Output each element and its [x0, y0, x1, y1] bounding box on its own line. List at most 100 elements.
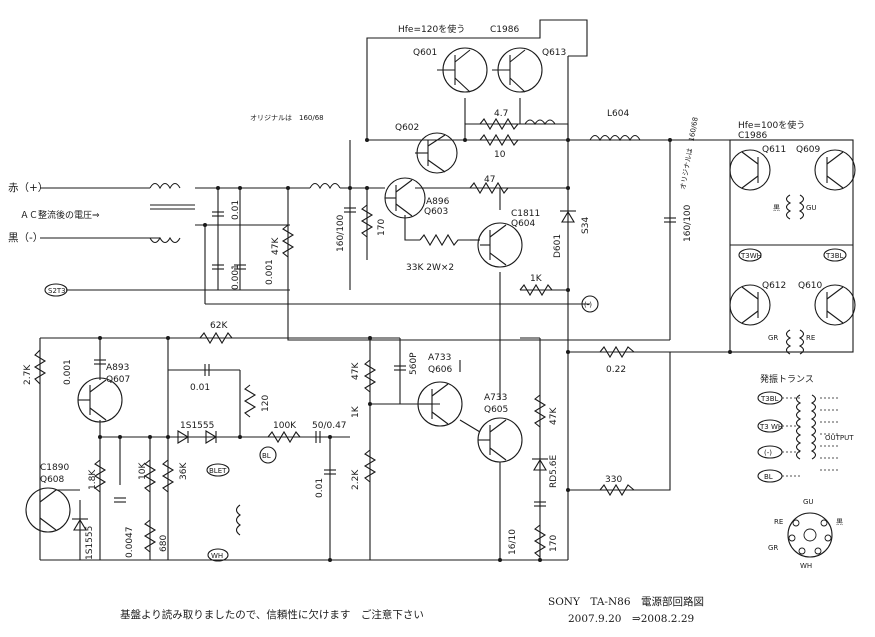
label-t3wh: T3WH — [740, 252, 762, 260]
label-c560p: 560P — [409, 352, 419, 375]
label-q612: Q612 — [762, 281, 786, 291]
q608-transistor — [25, 487, 80, 533]
label-c1986-right: C1986 — [738, 131, 767, 141]
transistors — [25, 47, 856, 533]
q610-transistor — [814, 284, 856, 326]
label-r62k: 62K — [210, 321, 228, 331]
label-wh-b: WH — [800, 562, 812, 570]
label-gr: GR — [768, 334, 778, 342]
label-re-b: RE — [774, 518, 783, 526]
label-q607: Q607 — [106, 375, 130, 385]
label-bu: 黒 — [773, 204, 780, 212]
label-q609: Q609 — [796, 145, 821, 155]
junction-dots — [98, 138, 732, 562]
label-c1890: C1890 — [40, 463, 69, 473]
label-blet: BLET — [209, 467, 227, 475]
label-r10k: 10K — [138, 462, 148, 480]
q601-transistor — [437, 47, 488, 93]
diodes — [72, 210, 576, 531]
label-gu-b: GU — [803, 498, 814, 506]
label-c0001a: 0.001 — [231, 264, 241, 290]
label-r170-b: 170 — [549, 535, 559, 552]
terminals — [44, 248, 847, 562]
label-is1555b: 1S1555 — [85, 526, 95, 560]
label-a733b: A733 — [484, 393, 507, 403]
resistors — [33, 117, 635, 558]
q604-transistor — [477, 222, 523, 268]
q605-transistor — [477, 417, 523, 463]
label-q603: Q603 — [424, 207, 448, 217]
label-minus-term: (-) — [584, 301, 592, 309]
q602-transistor — [415, 132, 458, 174]
label-q613: Q613 — [542, 48, 566, 58]
q613-transistor — [492, 47, 543, 93]
label-a733a: A733 — [428, 353, 451, 363]
label-hfe120: Hfe=120を使う — [398, 23, 465, 35]
label-r120: 120 — [261, 395, 271, 412]
label-c50-047: 50/0.47 — [312, 421, 347, 431]
label-l604: L604 — [607, 109, 629, 119]
q607-transistor — [77, 377, 123, 423]
label-c160-100-a: 160/100 — [336, 214, 346, 252]
label-red-plus: 赤（+） — [8, 182, 48, 194]
label-bu-b: 黒 — [836, 518, 843, 526]
label-s2t3: S2T3 — [48, 287, 66, 295]
label-a893: A893 — [106, 363, 129, 373]
label-gr-b: GR — [768, 544, 778, 552]
label-t3bl-b: T3BL — [760, 395, 779, 403]
label-c160-100-b: 160/100 — [683, 204, 693, 242]
label-q604: Q604 — [511, 219, 536, 229]
label-d601: D601 — [553, 234, 563, 258]
label-hfe100: Hfe=100を使う — [738, 119, 805, 131]
label-r36k: 36K — [179, 462, 189, 480]
q603-transistor — [384, 177, 426, 219]
label-r18k: 1.8K — [88, 469, 98, 490]
label-c001: 0.01 — [231, 200, 241, 220]
label-c001c: 0.01 — [315, 478, 325, 498]
q612-transistor — [729, 284, 771, 326]
label-q608: Q608 — [40, 475, 65, 485]
label-r47-top: 4.7 — [494, 109, 508, 119]
label-is1555a: 1S1555 — [180, 421, 214, 431]
q611-transistor — [729, 149, 771, 191]
label-rd56e: RD5.6E — [549, 455, 559, 488]
q606-transistor — [417, 381, 463, 427]
label-minus-b: (-) — [764, 449, 772, 457]
label-t3wh-b: T3 WH — [759, 423, 783, 431]
label-wh: WH — [211, 552, 223, 560]
label-c0001c: 0.001 — [63, 359, 73, 385]
bottom-wiring — [39, 322, 569, 561]
diagram-date: 2007.9.20 ⇒2008.2.29 — [568, 613, 694, 625]
label-c0001b: 0.001 — [265, 259, 275, 285]
label-c1986-top: C1986 — [490, 25, 519, 35]
label-q605: Q605 — [484, 405, 508, 415]
label-ac-after: ＡＣ整流後の電圧⇒ — [20, 209, 100, 221]
label-r330: 330 — [605, 475, 622, 485]
label-r1k: 1K — [530, 274, 543, 284]
label-r47k-vert: 47K — [271, 237, 281, 255]
inductors — [149, 119, 817, 536]
label-r1k-b: 1K — [351, 405, 361, 418]
label-c16-10: 16/10 — [508, 529, 518, 555]
component-labels: Hfe=120を使う C1986 Q601 Q613 4.7 L604 オリジナ… — [8, 23, 854, 570]
label-q602: Q602 — [395, 123, 419, 133]
label-original-160-68: オリジナルは 160/68 — [250, 114, 324, 122]
label-r22k: 2.2K — [351, 469, 361, 490]
label-c1811: C1811 — [511, 209, 540, 219]
label-r170-top: 170 — [377, 219, 387, 236]
label-q611: Q611 — [762, 145, 786, 155]
label-t3bl: T3BL — [825, 252, 844, 260]
label-gu: GU — [806, 204, 817, 212]
label-c00047: 0.0047 — [125, 527, 135, 559]
capacitors — [94, 207, 676, 507]
label-re: RE — [806, 334, 815, 342]
label-c001b: 0.01 — [190, 383, 210, 393]
top-wiring — [40, 19, 854, 491]
label-r27k: 2.7K — [23, 364, 33, 385]
label-bl-b: BL — [764, 473, 773, 481]
label-q610: Q610 — [798, 281, 823, 291]
diagram-title: SONY TA-N86 電源部回路図 — [548, 595, 704, 608]
label-bl: BL — [262, 452, 271, 460]
label-r47k-b: 47K — [351, 362, 361, 380]
